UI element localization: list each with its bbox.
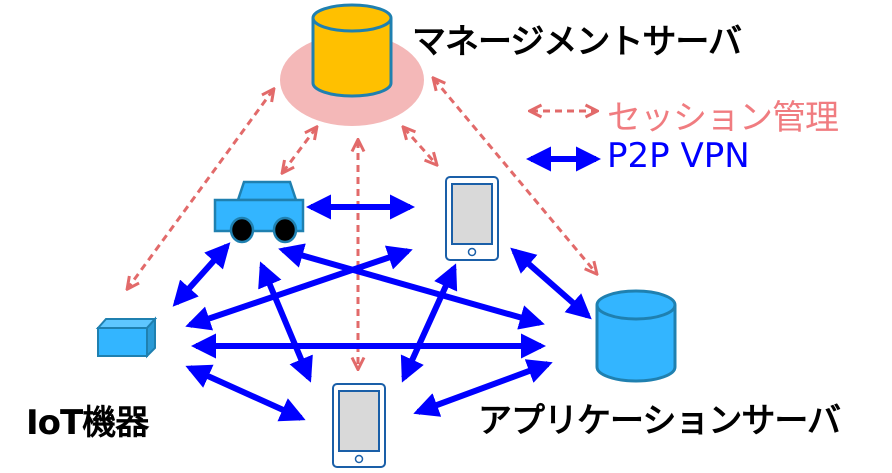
legend-session-label: セッション管理 [607, 98, 839, 138]
p2p-arrow-tablet-bottom-app [413, 359, 553, 417]
p2p-arrow-car-app [278, 243, 545, 330]
session-arrow-mgmt-tablet-top [404, 128, 436, 164]
p2p-arrows [172, 146, 602, 422]
legend-p2p-label: P2P VPN [607, 136, 750, 176]
iot-device-icon [95, 316, 158, 359]
iot-device-label: IoT機器 [26, 403, 149, 443]
application-server-icon [595, 289, 677, 383]
application-server-label: アプリケーションサーバ [478, 401, 841, 441]
p2p-arrow-car-tablet-bottom [258, 261, 313, 383]
car-icon [213, 180, 305, 244]
p2p-arrow-tablet-top-tablet-bottom [400, 263, 458, 383]
tablet-bottom-icon [332, 383, 386, 468]
management-server-label: マネージメントサーバ [412, 22, 742, 62]
p2p-arrow-tablet-top-iot [185, 245, 413, 331]
tablet-top-icon [445, 176, 499, 261]
session-arrow-mgmt-car [283, 128, 316, 172]
p2p-arrow-car-iot [172, 242, 231, 307]
p2p-arrow-tablet-top-app [510, 247, 592, 320]
management-server-icon [311, 3, 393, 98]
session-arrow-mgmt-app [434, 79, 596, 273]
session-arrow-mgmt-iot [128, 90, 273, 288]
p2p-arrow-iot-tablet-bottom [185, 364, 306, 422]
